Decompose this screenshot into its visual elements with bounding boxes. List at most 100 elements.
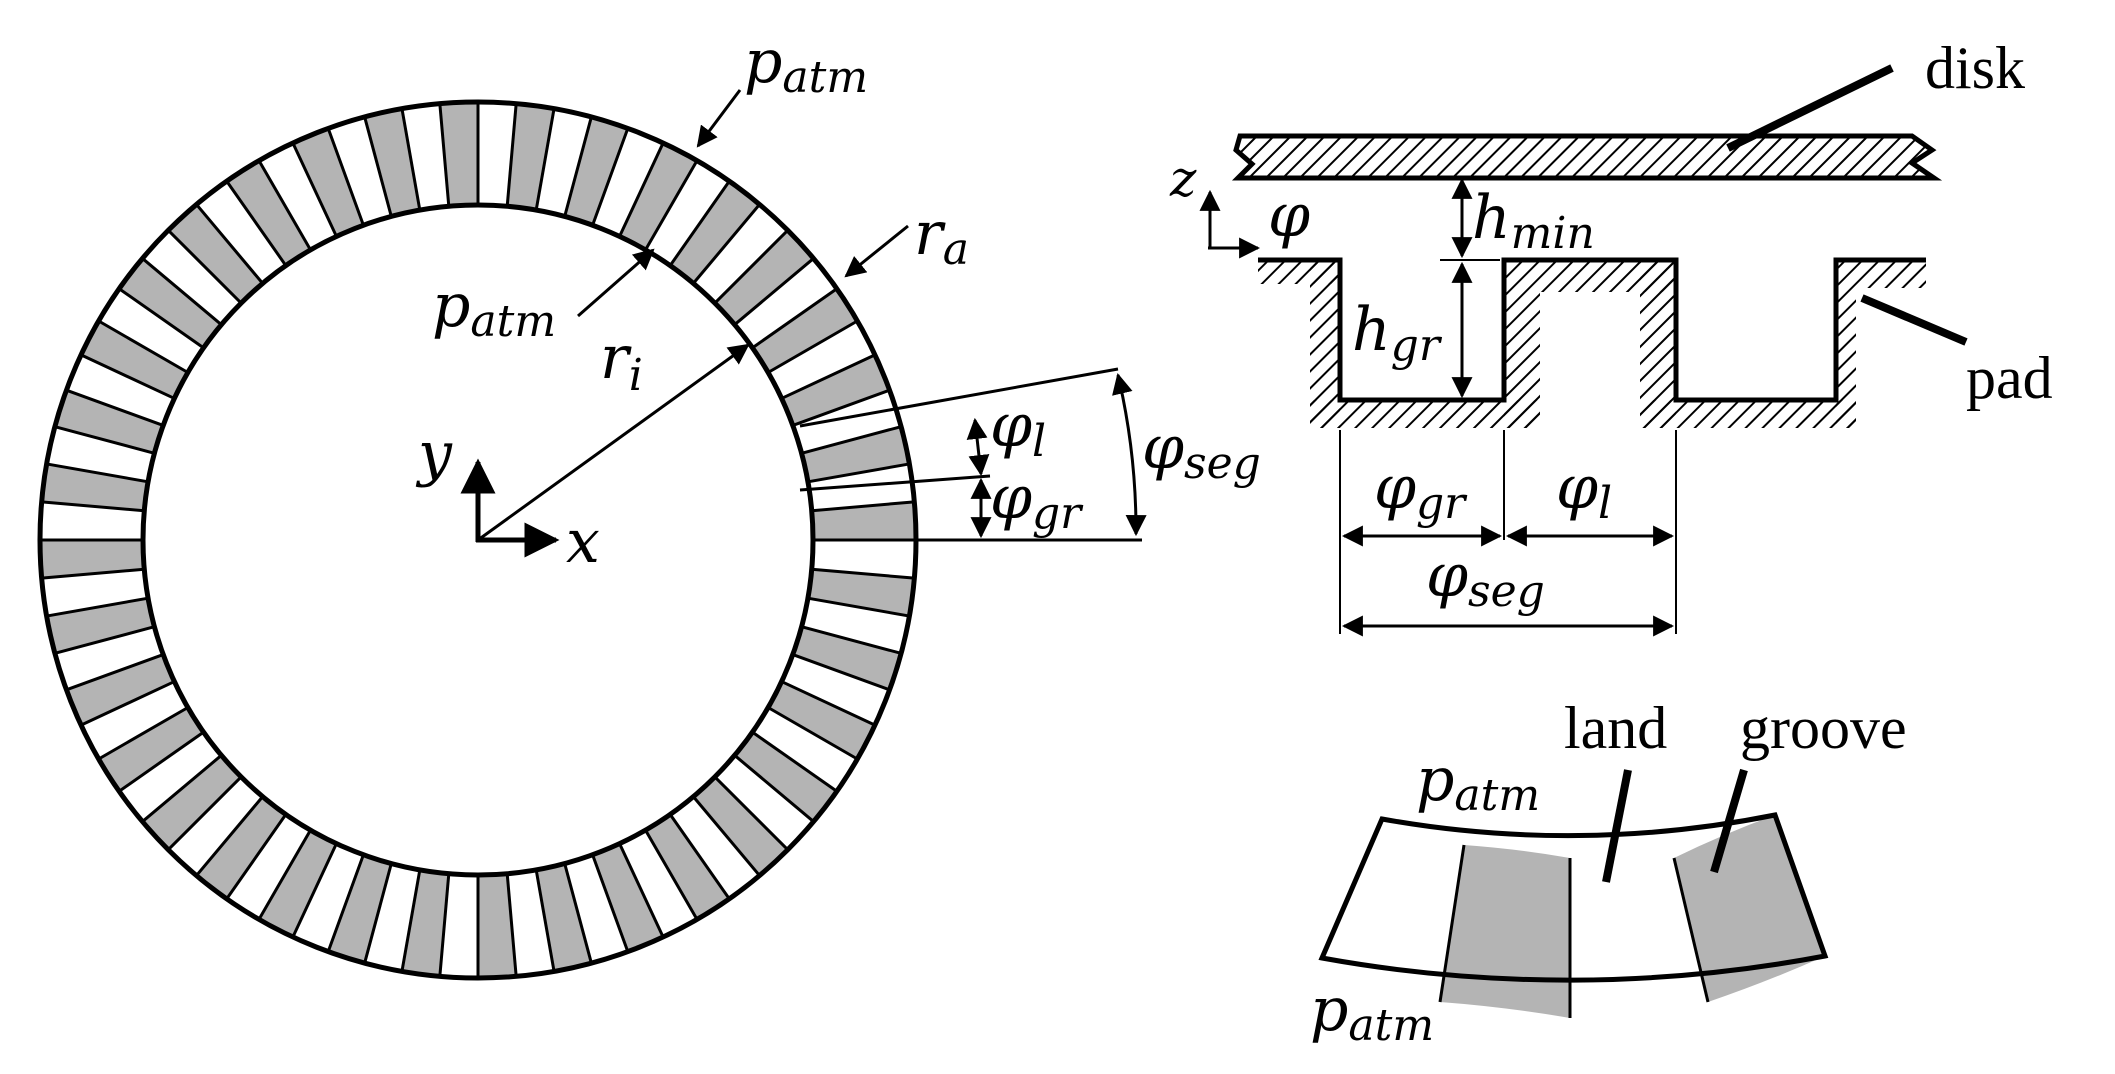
ring-segment-boundary	[751, 287, 838, 350]
ring-segment-boundary	[97, 319, 189, 374]
land-label: land	[1564, 695, 1667, 761]
ring-segment-boundary	[618, 142, 665, 238]
ring-segment-boundary	[767, 319, 859, 374]
ring-groove-sector	[507, 103, 555, 211]
ring-groove-sector	[81, 321, 188, 399]
ring-segment-boundary	[792, 388, 891, 427]
phi-l-dimension	[966, 417, 990, 477]
ring-segment-boundary	[400, 869, 422, 972]
ring-groove-sector	[98, 707, 204, 792]
ring-segment-boundary	[141, 257, 223, 326]
ring-segment-boundary	[225, 813, 288, 900]
ring-segment-boundary	[618, 842, 665, 938]
ring-segment-boundary	[167, 229, 243, 305]
ring-segment-boundary	[167, 775, 243, 851]
ring-groove-sector	[40, 540, 145, 579]
pad-hatching	[1258, 260, 1926, 428]
p-inner-leader	[577, 248, 655, 318]
disk-body	[1231, 133, 1943, 181]
pad-leader	[1860, 294, 1968, 346]
ring-groove-sector	[768, 681, 875, 759]
ring-segment-boundary	[291, 842, 338, 938]
phi-seg-extension-top	[799, 367, 1119, 428]
ring-segment-boundary	[118, 730, 205, 793]
ring-segment-boundary	[46, 462, 149, 484]
r-outer-leader	[844, 224, 909, 278]
ring-segment-boundary	[692, 795, 761, 877]
ring-groove-sector	[714, 230, 814, 325]
h-gr-label: hgr	[1352, 295, 1443, 371]
segment-view: land groove patm patm	[1310, 695, 1907, 1051]
ring-segment-boundary	[751, 730, 838, 793]
r-i-label: ri	[600, 323, 643, 401]
ring-groove-sector	[119, 258, 222, 348]
cross-section-view: disk pad z φ hmin hgr	[1169, 35, 2053, 637]
disk-leader	[1726, 64, 1894, 152]
pad-label: pad	[1966, 345, 2053, 411]
h-min-label: hmin	[1472, 183, 1595, 259]
ring-groove-sector	[196, 796, 286, 899]
phi-dimension-extensions	[1339, 430, 1677, 634]
ring-segment-boundary	[326, 854, 365, 953]
ring-groove-sector	[478, 873, 517, 978]
ring-groove-sector	[811, 501, 916, 540]
ring-segment-boundary	[801, 625, 902, 655]
segment-divider-3	[1672, 857, 1710, 1003]
y-axis-label: y	[415, 419, 453, 489]
segment-divider-1	[1438, 844, 1466, 1003]
ring-groove-sector	[292, 128, 364, 237]
ring-segment-boundary	[692, 203, 761, 285]
ring-segment-boundary	[668, 813, 731, 900]
ring-groove-sector	[592, 843, 664, 952]
ring-groove-sector	[66, 654, 175, 726]
x-axis-label: x	[566, 507, 600, 577]
ring-groove-sector	[693, 776, 788, 876]
ring-segment-boundary	[534, 869, 556, 972]
phi-seg-label: φseg	[1142, 413, 1261, 489]
phi-gr-section-label: φgr	[1374, 453, 1468, 529]
phi-l-label: φl	[990, 391, 1046, 467]
ring-segment-boundary	[195, 203, 264, 285]
ring-segment-boundary	[400, 108, 422, 211]
disk-label: disk	[1925, 35, 2025, 101]
segment-outline	[1318, 812, 1829, 983]
ring-segment-boundary	[505, 103, 518, 207]
ring-segment-boundary	[326, 127, 365, 226]
ring-segment-boundary	[505, 873, 518, 977]
ring-segment-boundary	[807, 596, 910, 618]
ring-segment-boundary	[97, 706, 189, 761]
ring-groove-sector	[670, 181, 760, 284]
segment-groove-2	[1674, 815, 1825, 1002]
ring-segment-boundary	[644, 829, 699, 921]
ring-groove-sector	[619, 143, 697, 250]
ring-segment-boundary	[41, 567, 145, 580]
ring-segment-boundary	[563, 116, 593, 217]
ring-segment-boundary	[41, 500, 145, 513]
ring-segment-boundary	[733, 754, 815, 823]
ring-segment-boundary	[811, 500, 915, 513]
p-atm-bottom-label: patm	[1310, 975, 1434, 1051]
ring-segment-boundary	[225, 180, 288, 267]
ring-inner-edge	[140, 202, 816, 878]
ring-groove-sector	[792, 626, 902, 690]
ring-groove-sector	[41, 463, 149, 511]
ring-groove-sector	[645, 814, 730, 920]
ring-segment-boundary	[668, 180, 731, 267]
phi-gr-label: φgr	[990, 463, 1084, 539]
ring-segment-boundary	[54, 625, 155, 655]
phi-seg-dimension-arc	[1112, 372, 1147, 537]
ring-segment-boundary	[141, 754, 223, 823]
ring-groove-sector	[734, 732, 837, 822]
phi-seg-section-label: φseg	[1426, 541, 1545, 617]
ring-segment-boundary	[563, 863, 593, 964]
ring-groove-sector	[328, 854, 392, 964]
ring-segment-boundary	[363, 116, 393, 217]
ring-segment-boundary	[65, 388, 164, 427]
groove-leader	[1710, 768, 1748, 874]
ring-segment-boundary	[80, 353, 176, 400]
p-atm-inner-label: patm	[432, 271, 556, 347]
p-atm-top-label: patm	[1416, 745, 1540, 821]
ring-segment-boundary	[257, 159, 312, 251]
ring-segment-boundary	[438, 103, 451, 207]
ring-segment-boundary	[363, 863, 393, 964]
